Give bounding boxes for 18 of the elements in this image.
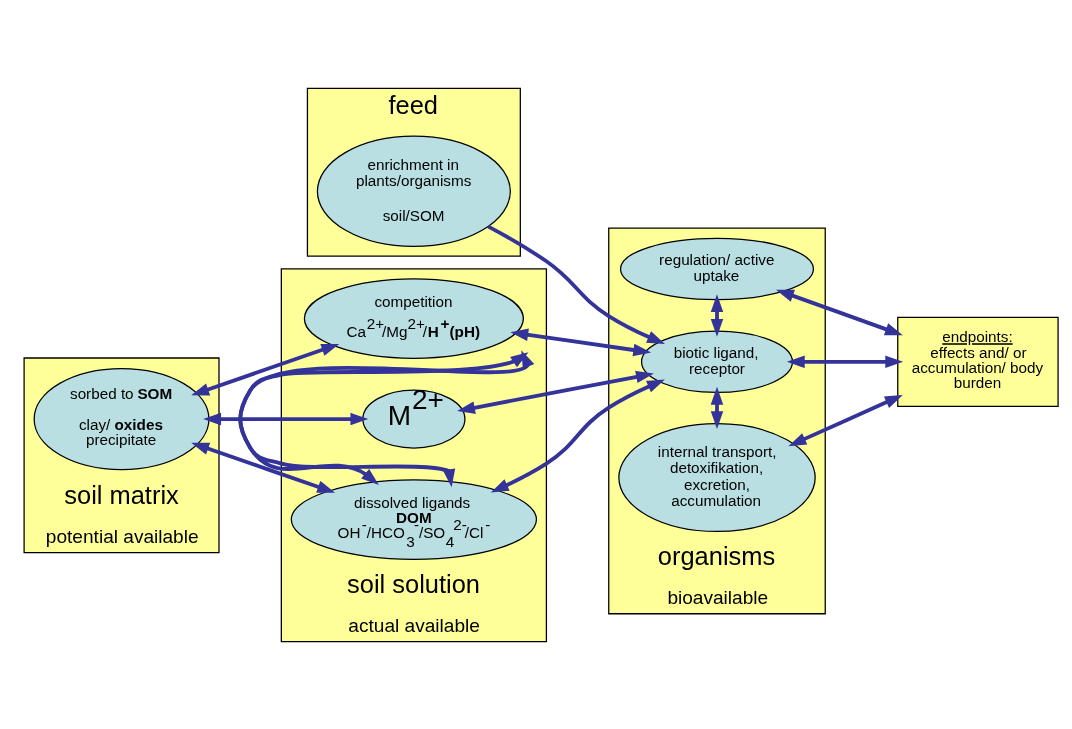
arrow	[710, 293, 724, 337]
node-label: potential available	[45, 524, 199, 546]
node-box: endpoints: effects and/ or accumulation/ body burden	[897, 316, 1059, 407]
arrow	[786, 355, 904, 368]
arrow	[776, 289, 903, 335]
node-label: bioavailable	[667, 586, 769, 608]
node-ellipse: internal transport, detoxifikation, excretion, accumulation	[618, 422, 816, 532]
arrow	[490, 379, 665, 492]
arrow	[203, 412, 369, 425]
arrow	[191, 343, 340, 395]
arrow	[710, 386, 724, 429]
node-ellipse: enrichment in plants/organisms soil/SOM	[316, 135, 511, 247]
arrow	[510, 328, 652, 356]
arrow	[788, 394, 903, 446]
node-label: actual available	[348, 614, 480, 636]
arrow	[457, 370, 654, 414]
arrow	[487, 224, 665, 344]
arrow	[191, 442, 336, 493]
